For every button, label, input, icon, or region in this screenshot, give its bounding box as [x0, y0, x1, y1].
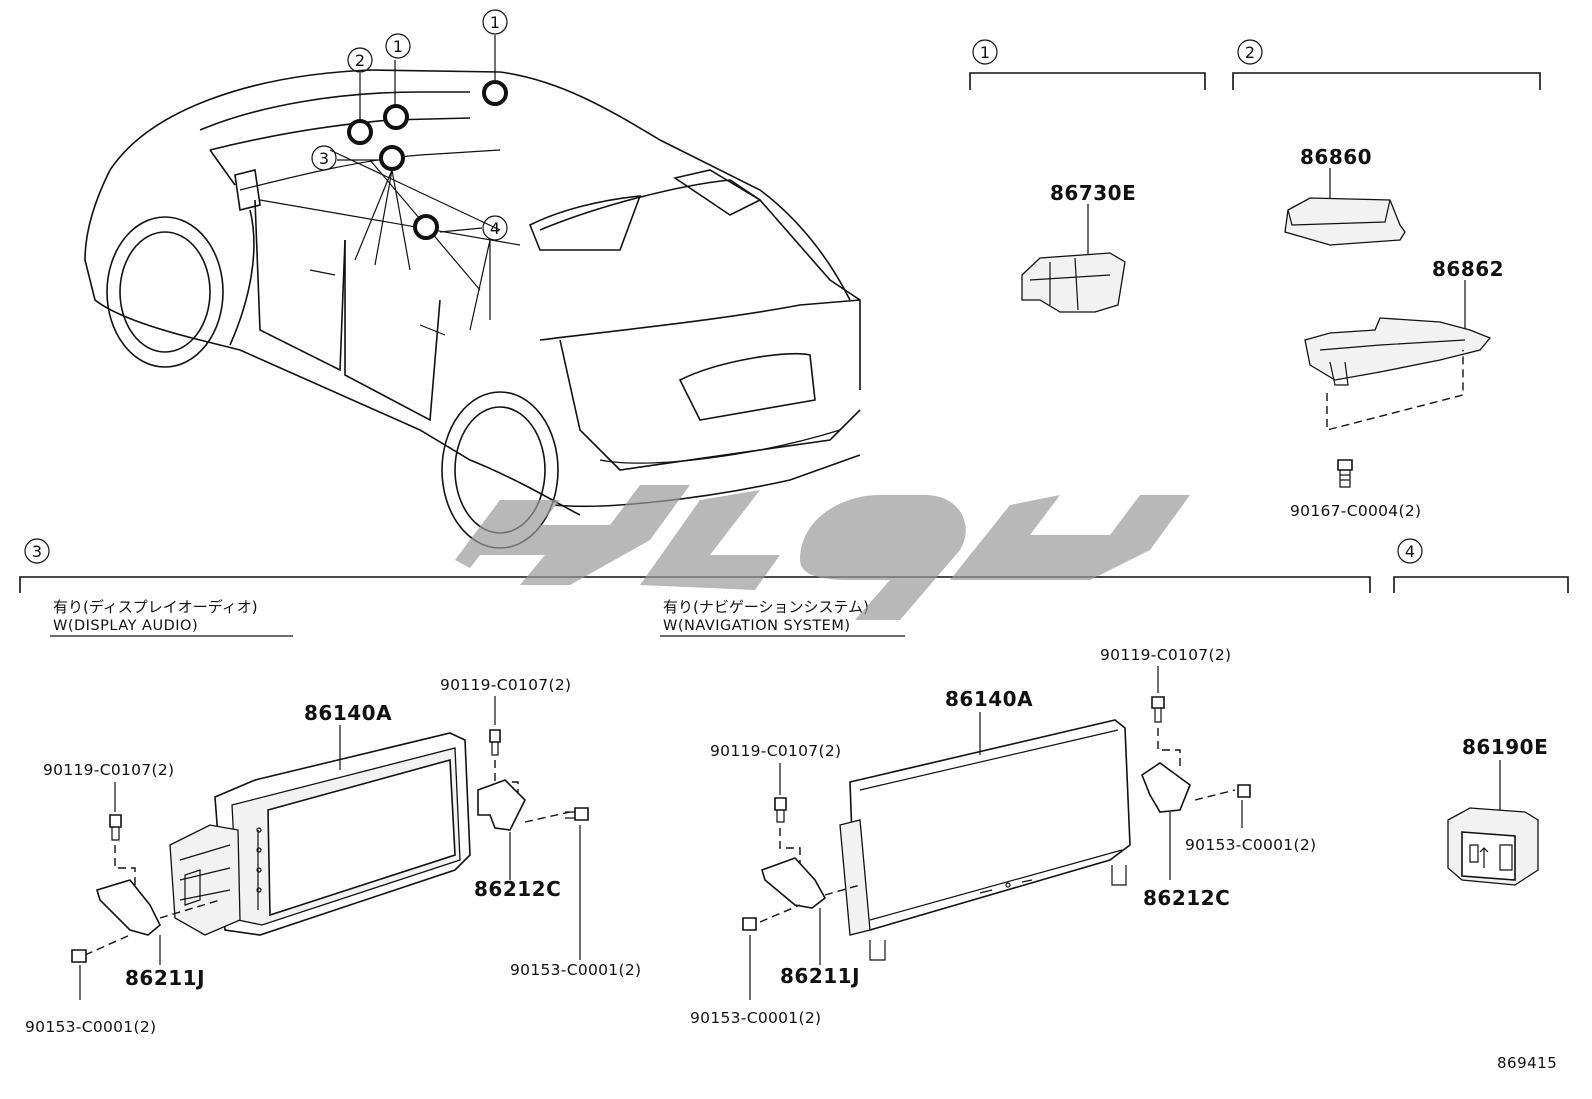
part-number-86862: 86862	[1432, 257, 1504, 281]
section-1: 1 86730E	[969, 39, 1206, 313]
part-number-90119-nav-right: 90119-C0107(2)	[1100, 646, 1231, 664]
part-number-90119-right: 90119-C0107(2)	[440, 676, 571, 694]
section-2: 2 86860 86862 90167-C0004(2)	[1232, 39, 1541, 520]
display-audio-caption-en: W(DISPLAY AUDIO)	[53, 618, 198, 634]
part-number-86140A: 86140A	[304, 701, 392, 725]
part-number-86212C: 86212C	[474, 877, 561, 901]
part-number-86860: 86860	[1300, 145, 1372, 169]
part-number-90153-left: 90153-C0001(2)	[25, 1018, 156, 1036]
part-number-90153-nav-right: 90153-C0001(2)	[1185, 836, 1316, 854]
callout-number: 3	[319, 149, 329, 168]
part-number-90153-nav-left: 90153-C0001(2)	[690, 1009, 821, 1027]
display-audio-variant: 有り(ディスプレイオーディオ) W(DISPLAY AUDIO) 86140A …	[25, 598, 641, 1036]
display-audio-caption-jp: 有り(ディスプレイオーディオ)	[53, 598, 258, 616]
part-number-90119-nav-left: 90119-C0107(2)	[710, 742, 841, 760]
location-marker	[482, 80, 508, 106]
callout-number: 1	[393, 37, 403, 56]
location-marker	[383, 104, 409, 130]
section-number: 3	[32, 542, 42, 561]
location-marker	[413, 214, 439, 240]
part-number-86211J: 86211J	[125, 966, 205, 990]
navigation-variant: 有り(ナビゲーションシステム) W(NAVIGATION SYSTEM) 861…	[660, 598, 1316, 1027]
location-marker	[347, 119, 373, 145]
part-number-86211J-nav: 86211J	[780, 964, 860, 988]
location-marker	[379, 145, 405, 171]
section-number: 1	[980, 43, 990, 62]
part-number-86190E: 86190E	[1462, 735, 1548, 759]
part-number-86212C-nav: 86212C	[1143, 886, 1230, 910]
part-number-90153-right: 90153-C0001(2)	[510, 961, 641, 979]
part-number-86140A-nav: 86140A	[945, 687, 1033, 711]
section-number: 2	[1245, 43, 1255, 62]
watermark-logo	[455, 485, 1190, 620]
diagram-id: 869415	[1497, 1054, 1557, 1072]
car-callouts: 1 1 2 3 4	[311, 9, 508, 241]
navigation-caption-jp: 有り(ナビゲーションシステム)	[663, 598, 869, 616]
usb-port-icon	[1447, 807, 1539, 886]
callout-number: 2	[355, 51, 365, 70]
section-4: 4 86190E	[1393, 538, 1569, 886]
part-number-86730E: 86730E	[1050, 181, 1136, 205]
car-illustration	[84, 35, 861, 549]
callout-number: 1	[490, 13, 500, 32]
section-number: 4	[1405, 542, 1415, 561]
part-number-90167: 90167-C0004(2)	[1290, 502, 1421, 520]
part-number-90119-left: 90119-C0107(2)	[43, 761, 174, 779]
car-location-markers	[347, 80, 508, 240]
navigation-caption-en: W(NAVIGATION SYSTEM)	[663, 618, 851, 634]
callout-number: 4	[490, 219, 500, 238]
